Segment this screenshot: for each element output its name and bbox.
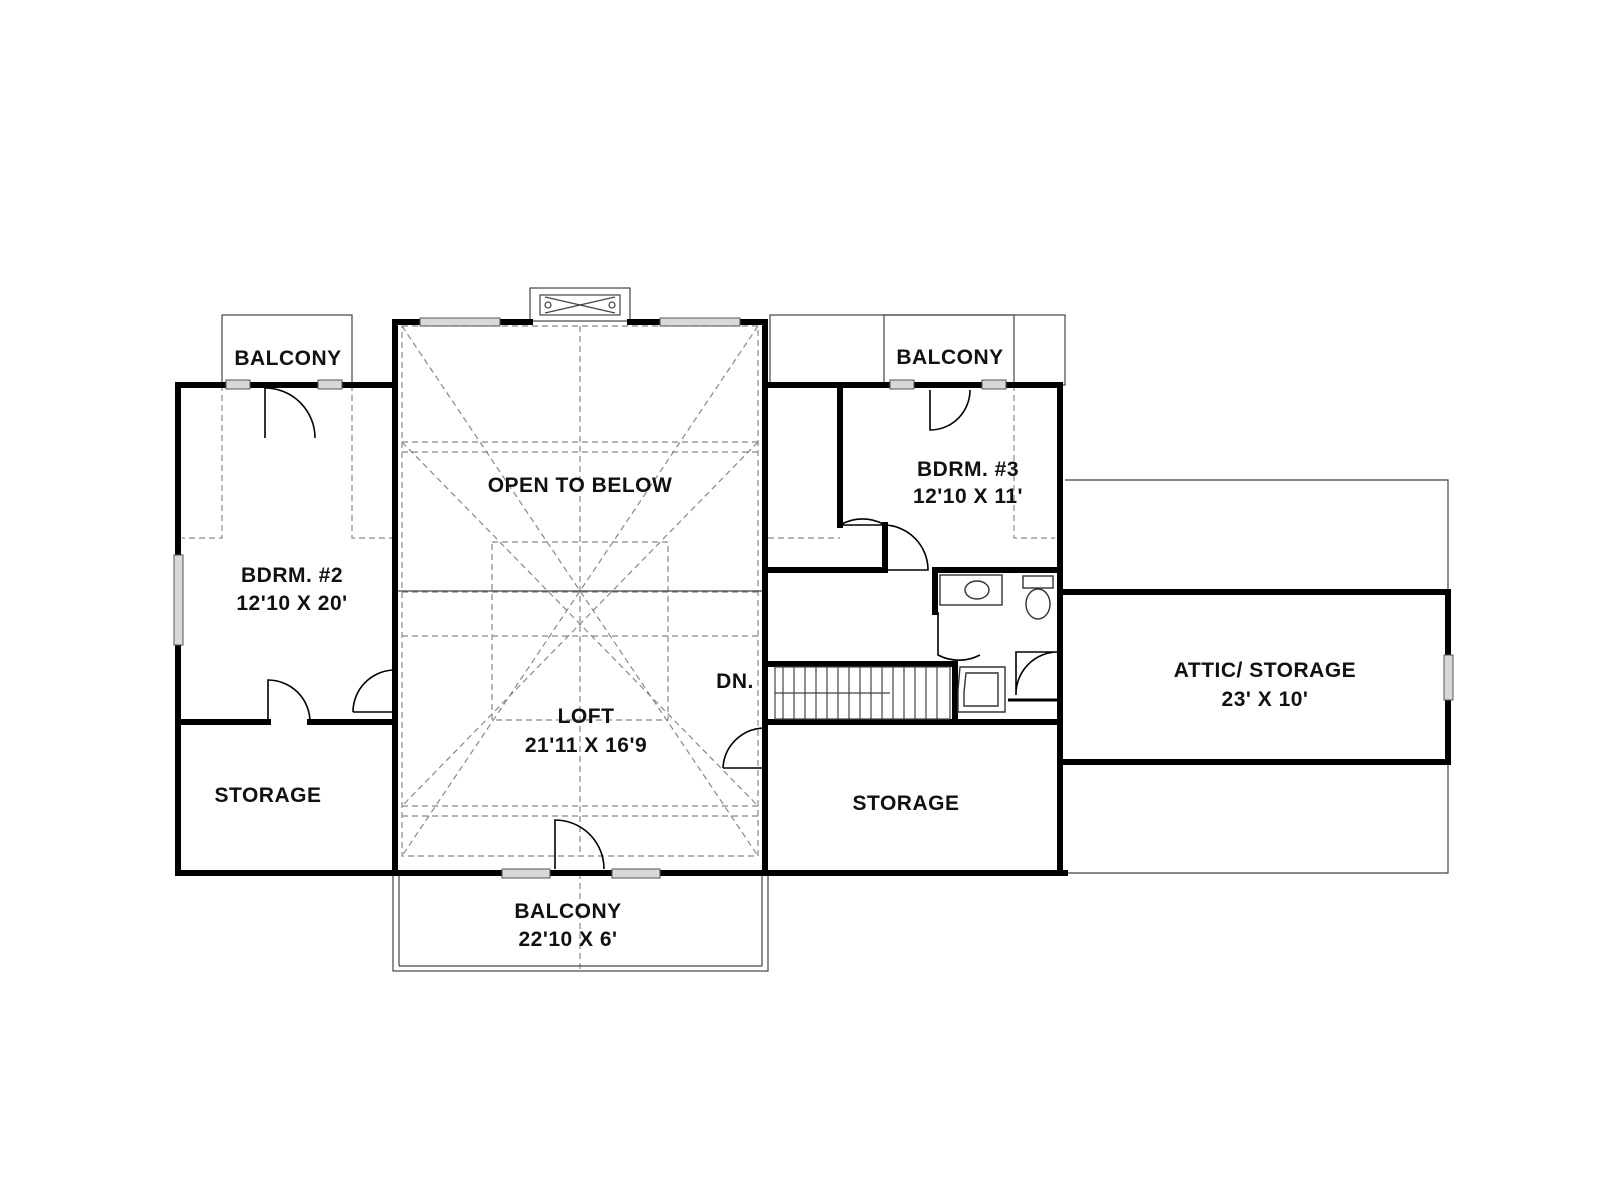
storage-left-label: STORAGE [215, 784, 322, 807]
stairs [774, 666, 951, 720]
chimney [529, 287, 631, 322]
balcony-right-label: BALCONY [896, 346, 1003, 369]
bath-fixtures [939, 574, 1054, 713]
ceiling-dashed-lines [398, 325, 762, 857]
windows [173, 317, 1454, 879]
exterior-walls [175, 319, 1451, 876]
stairs-down-label: DN. [716, 670, 754, 693]
bedroom-3-size: 12'10 X 11' [913, 485, 1023, 508]
doors [264, 387, 1059, 870]
balcony-bottom-outline [392, 872, 769, 972]
attic-size: 23' X 10' [1222, 688, 1309, 711]
bedroom-2-closet-dashed [182, 385, 392, 539]
balcony-bottom-size: 22'10 X 6' [518, 928, 617, 951]
balcony-bottom-name: BALCONY [514, 900, 621, 923]
balcony-left-label: BALCONY [234, 347, 341, 370]
bedroom-2-name: BDRM. #2 [241, 564, 343, 587]
loft-name: LOFT [558, 705, 615, 728]
storage-right-label: STORAGE [853, 792, 960, 815]
loft-size: 21'11 X 16'9 [525, 734, 647, 757]
open-to-below-label: OPEN TO BELOW [488, 474, 673, 497]
bedroom-2-size: 12'10 X 20' [236, 592, 347, 615]
bedroom-3-name: BDRM. #3 [917, 458, 1019, 481]
attic-name: ATTIC/ STORAGE [1174, 659, 1356, 682]
room-labels: BALCONY BALCONY OPEN TO BELOW BDRM. #2 1… [215, 346, 1356, 951]
bedroom-3-closet-dashed [768, 385, 1055, 539]
